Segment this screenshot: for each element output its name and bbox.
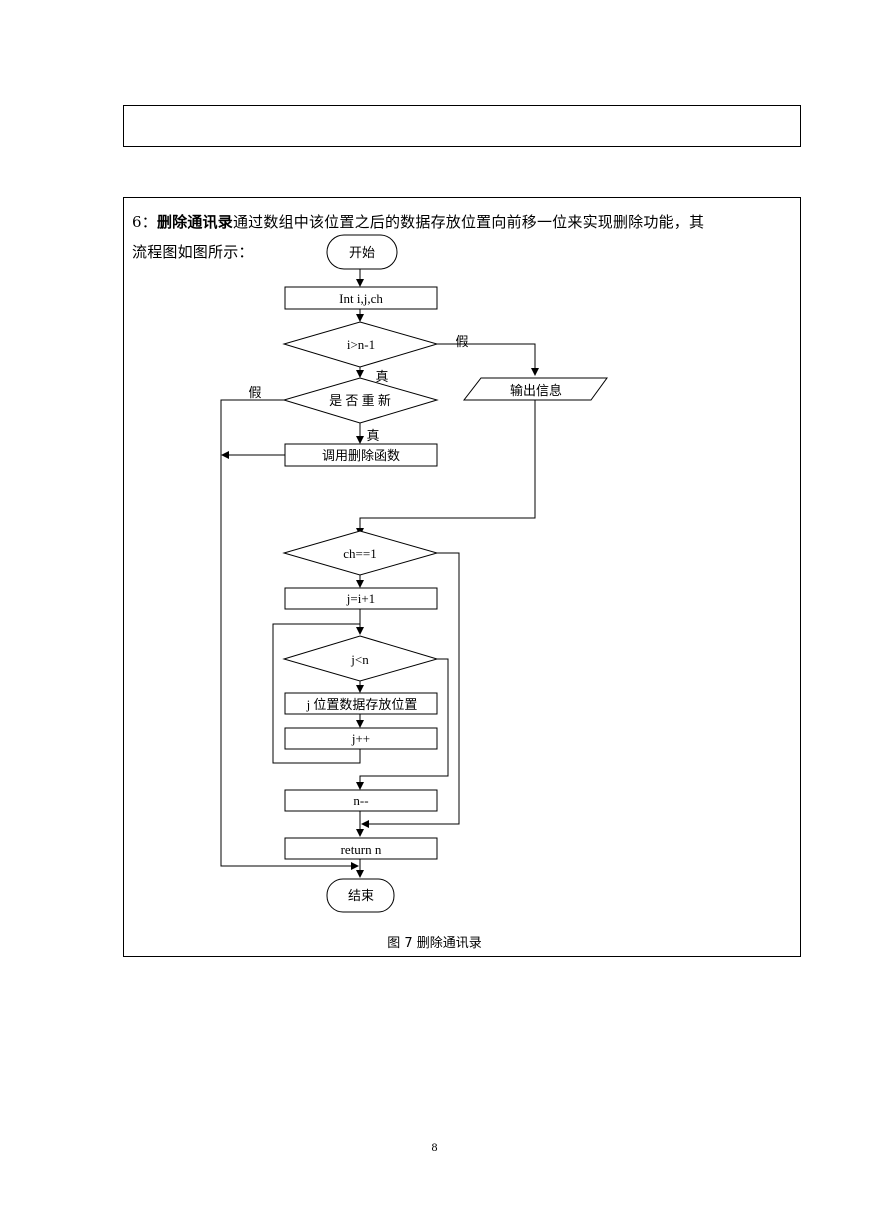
start-label: 开始 (349, 245, 375, 260)
start-terminal (326, 234, 398, 270)
shift-label: j 位置数据存放位置 (306, 697, 418, 712)
figure-caption: 图 7 删除通讯录 (387, 936, 482, 951)
assign-j-label: j=i+1 (346, 591, 375, 606)
declare-box (284, 286, 438, 310)
false-label-1: 假 (455, 334, 468, 349)
decrement-n-box (284, 789, 438, 812)
confirm-label: 是 否 重 新 (329, 393, 391, 408)
true-label-2: 真 (366, 428, 379, 443)
incr-j-label: j++ (351, 731, 370, 746)
return-label: return n (341, 842, 382, 857)
cond-j-label: j<n (350, 652, 369, 667)
section-paragraph: 6：删除通讯录通过数组中该位置之后的数据存放位置向前移一位来实现删除功能，其 流… (132, 207, 794, 267)
shift-data-box (284, 692, 438, 715)
content-table-cell (123, 197, 801, 957)
section-description: 通过数组中该位置之后的数据存放位置向前移一位来实现删除功能，其 (232, 213, 705, 231)
false-label-2: 假 (248, 385, 261, 400)
paragraph-line-2: 流程图如图所示： (132, 243, 254, 261)
section-heading: 删除通讯录 (156, 213, 233, 231)
paragraph-line-1: 6：删除通讯录通过数组中该位置之后的数据存放位置向前移一位来实现删除功能，其 (132, 207, 794, 237)
true-label-1: 真 (375, 369, 388, 384)
end-terminal (326, 878, 395, 913)
increment-j-box (284, 727, 438, 750)
decr-n-label: n-- (353, 793, 368, 808)
return-box (284, 837, 438, 860)
output-info-label: 输出信息 (510, 383, 562, 398)
cond-index-label: i>n-1 (347, 337, 375, 352)
assign-j-box (284, 587, 438, 610)
cond-ch-label: ch==1 (343, 546, 376, 561)
declare-label: Int i,j,ch (339, 291, 383, 306)
section-colon: ： (141, 213, 157, 231)
section-number: 6 (132, 213, 142, 231)
page-number: 8 (431, 1140, 438, 1154)
end-label: 结束 (348, 888, 374, 903)
empty-table-cell (123, 105, 801, 147)
call-delete-label: 调用删除函数 (322, 448, 400, 463)
output-info-shape (462, 377, 608, 401)
